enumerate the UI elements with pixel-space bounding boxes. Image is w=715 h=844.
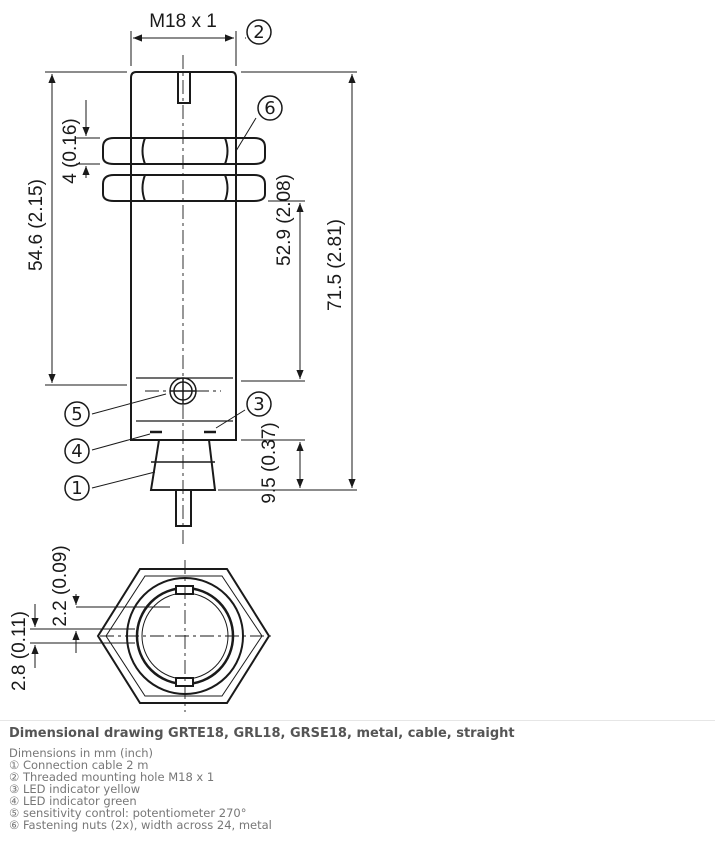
- dim-thread-length: 52.9 (2.08): [274, 174, 295, 266]
- fastening-nut-upper: [102, 137, 266, 165]
- caption-item-6: ⑥ Fastening nuts (2x), width across 24, …: [9, 818, 272, 832]
- callout-badge-4: [64, 438, 90, 464]
- dim-cable-exit: 9.5 (0.37): [259, 422, 280, 503]
- mounting-hole-slot: [177, 72, 191, 104]
- callout-leaders: [91, 37, 257, 489]
- dim-total-length: 71.5 (2.81): [325, 219, 346, 311]
- callout-badge-6: [257, 95, 283, 121]
- dim-slot-depth: 2.2 (0.09): [50, 545, 71, 626]
- caption-item-5: ⑤ sensitivity control: potentiometer 270…: [9, 806, 247, 820]
- callout-badge-3: [246, 391, 272, 417]
- callout-1: 1: [71, 478, 82, 499]
- dimension-lines: [45, 31, 357, 491]
- dim-slot-width: 2.8 (0.11): [9, 611, 30, 691]
- callout-badge-5: [64, 401, 90, 427]
- callout-4: 4: [71, 441, 82, 462]
- dim-thread: M18 x 1: [149, 11, 217, 32]
- callout-3: 3: [253, 394, 264, 415]
- dim-nut-width: 4 (0.16): [60, 118, 81, 183]
- centerline-side: [145, 55, 221, 548]
- callout-6: 6: [264, 98, 275, 119]
- callout-badge-1: [64, 475, 90, 501]
- front-view-dimensions: [30, 594, 170, 668]
- callout-badge-2: [246, 19, 272, 45]
- dim-body-length: 54.6 (2.15): [26, 179, 47, 271]
- caption-title: Dimensional drawing GRTE18, GRL18, GRSE1…: [9, 726, 515, 741]
- caption-item-3: ③ LED indicator yellow: [9, 782, 141, 796]
- callout-5: 5: [71, 404, 82, 425]
- callout-numbers: 2 6 5 3 4 1: [71, 22, 275, 499]
- caption-item-2: ② Threaded mounting hole M18 x 1: [9, 770, 215, 784]
- caption-divider: [0, 720, 715, 721]
- centerline-front: [100, 560, 275, 712]
- caption-item-1: ① Connection cable 2 m: [9, 758, 149, 772]
- callout-badges: [64, 19, 283, 501]
- callout-2: 2: [253, 22, 264, 43]
- caption-units: Dimensions in mm (inch): [9, 746, 154, 760]
- dimensional-drawing: 2 6 5 3 4 1 M18 x 1 4 (0.16) 54.6 (2.15)…: [9, 11, 357, 712]
- caption-block: Dimensional drawing GRTE18, GRL18, GRSE1…: [9, 726, 709, 831]
- caption-item-4: ④ LED indicator green: [9, 794, 137, 808]
- fastening-nut-lower: [102, 174, 266, 202]
